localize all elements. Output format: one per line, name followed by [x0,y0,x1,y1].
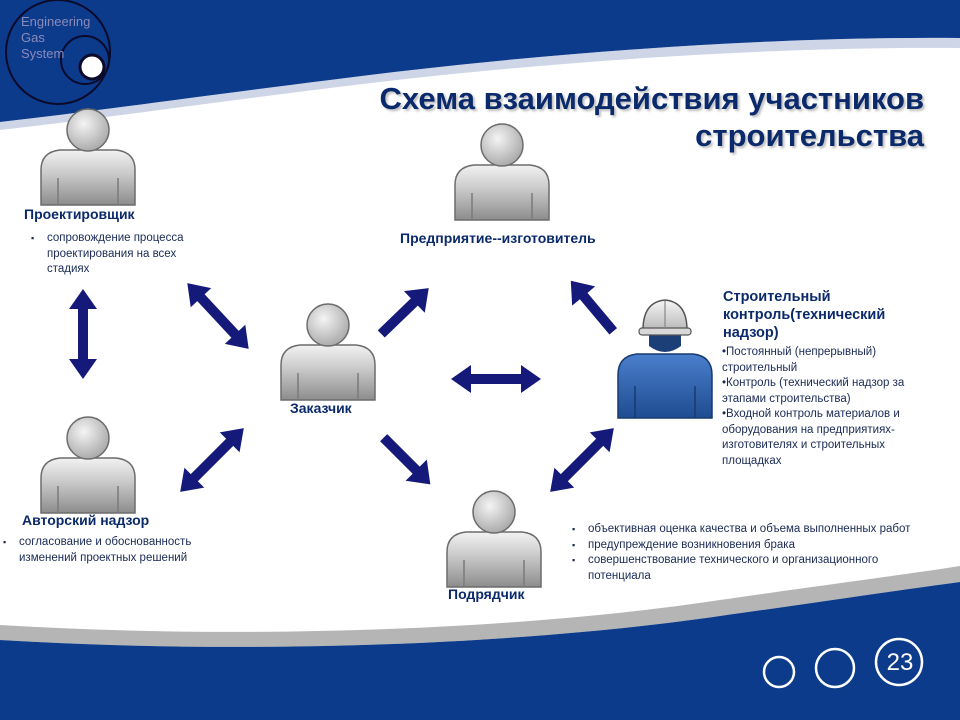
designer-bullets: сопровождение процесса проектирования на… [31,231,217,278]
person-customer-icon [280,303,376,401]
arrow-designer-author [69,289,97,379]
list-item: сопровождение процесса проектирования на… [31,231,217,278]
list-item: •Постоянный (непрерывный) строительный [722,346,877,374]
logo-text: Engineering Gas System [21,14,91,61]
list-item: •Контроль (технический надзор за этапами… [722,377,905,405]
arrow-control-manufacturer [559,271,625,341]
contractor-name: Подрядчик [448,586,525,602]
person-construction-control-icon [617,299,713,419]
list-item: предупреждение возникновения брака [572,538,933,554]
list-item: объективная оценка качества и объема вып… [572,522,933,538]
arrow-contractor-control [540,418,624,502]
list-item: •Входной контроль материалов и оборудова… [722,408,900,467]
author-supervision-bullets: согласование и обоснованность изменений … [3,535,209,566]
arrow-customer-manufacturer [370,277,440,345]
arrow-customer-contractor [373,427,441,495]
page-number: 23 [886,649,914,676]
manufacturer-name: Предприятие--изготовитель [400,230,596,246]
author-supervision-name: Авторский надзор [22,512,150,528]
person-author-supervision-icon [40,416,136,514]
list-item: совершенствование технического и организ… [572,553,933,584]
page-title: Схема взаимодействия участников строител… [379,81,924,153]
construction-control-items: •Постоянный (непрерывный) строительный •… [722,345,940,469]
arrow-customer-control [451,365,541,393]
contractor-bullets: объективная оценка качества и объема вып… [572,522,933,584]
construction-control-name: Строительный контроль(технический надзор… [723,289,886,341]
person-contractor-icon [446,490,542,588]
list-item: согласование и обоснованность изменений … [3,535,209,566]
designer-name: Проектировщик [24,206,135,222]
customer-name: Заказчик [290,400,352,416]
logo-mark [5,0,111,105]
arrow-customer-author [170,418,254,502]
arrow-designer-customer [177,273,259,359]
